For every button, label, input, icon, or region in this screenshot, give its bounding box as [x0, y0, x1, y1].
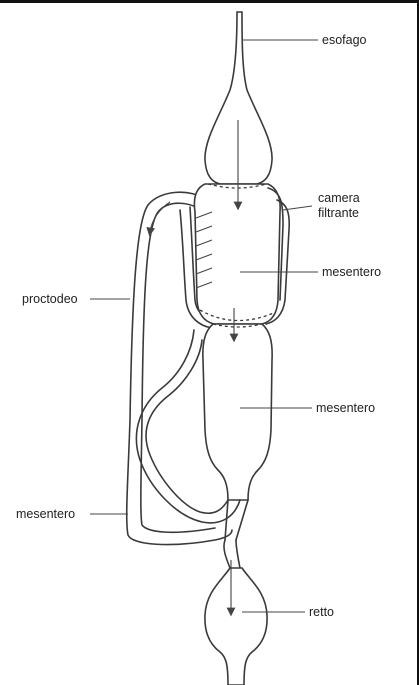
label-proctodeo: proctodeo: [22, 292, 78, 306]
label-mesentero-middle: mesentero: [316, 401, 375, 415]
label-filtrante: filtrante: [318, 206, 359, 220]
label-mesentero-upper: mesentero: [322, 265, 381, 279]
mesentero-upper-shape: [194, 184, 289, 324]
label-esofago: esofago: [322, 33, 367, 47]
label-retto: retto: [309, 605, 334, 619]
retto-shape: [205, 568, 267, 685]
label-camera: camera: [318, 191, 360, 205]
label-mesentero-lower: mesentero: [16, 507, 75, 521]
mesentero-middle-shape: [203, 324, 272, 500]
